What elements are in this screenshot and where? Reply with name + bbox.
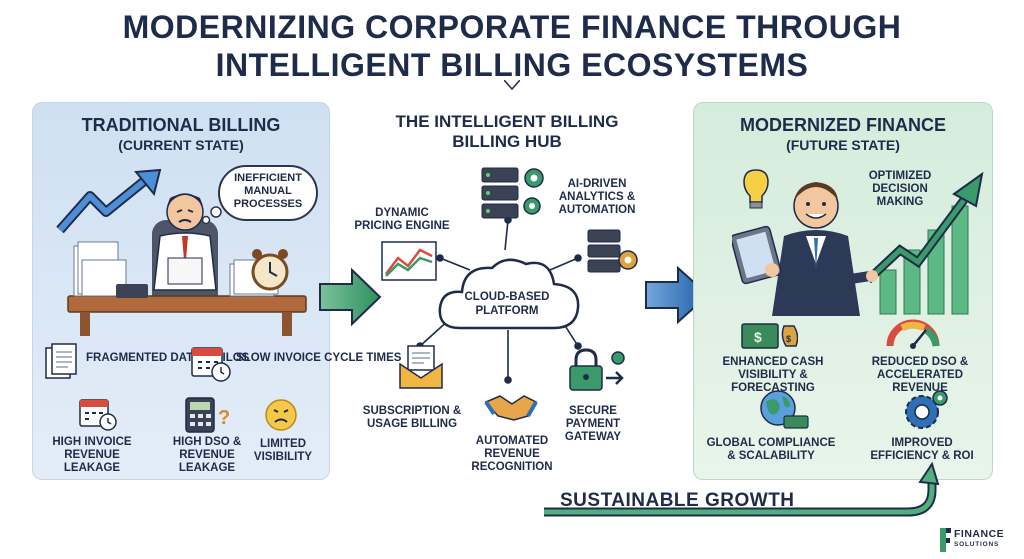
payment-gateway-label: SECURE PAYMENT GATEWAY <box>564 405 622 443</box>
calendar-clock-icon <box>191 347 231 382</box>
sustainable-growth-arrow-icon <box>544 462 940 517</box>
logo-subtext: SOLUTIONS <box>954 541 1000 548</box>
cash-icon: $ $ <box>741 323 798 349</box>
optimized-decision-label: OPTIMIZED DECISION MAKING <box>868 170 932 208</box>
gear-icon <box>905 390 948 429</box>
thought-bubble-tail <box>201 206 222 225</box>
high-invoice-label: HIGH INVOICE REVENUE LEAKAGE <box>52 436 132 474</box>
globe-icon <box>760 390 809 429</box>
dynamic-pricing-label: DYNAMIC PRICING ENGINE <box>354 207 450 232</box>
panel-subheading: (CURRENT STATE) <box>118 137 244 153</box>
rising-trend-arrow-icon <box>56 168 162 234</box>
thought-bubble <box>218 165 318 221</box>
hub-heading-line-2: BILLING HUB <box>452 132 562 151</box>
title-line-1: MODERNIZING CORPORATE FINANCE THROUGH <box>122 9 902 45</box>
lightbulb-icon <box>743 169 769 209</box>
svg-text:$: $ <box>786 334 791 344</box>
cash-visibility-label: ENHANCED CASH VISIBILITY & FORECASTING <box>722 356 824 394</box>
handshake-icon <box>484 395 538 421</box>
svg-text:?: ? <box>218 407 230 429</box>
stressed-worker-illustration <box>67 193 307 336</box>
improved-efficiency-label: IMPROVED EFFICIENCY & ROI <box>870 437 974 462</box>
cloud-platform-label: CLOUD-BASED PLATFORM <box>464 291 550 317</box>
worried-face-icon <box>265 399 297 431</box>
subscription-billing-label: SUBSCRIPTION & USAGE BILLING <box>362 405 462 430</box>
calendar-clock-icon <box>79 399 117 431</box>
svg-text:$: $ <box>754 329 762 345</box>
title-line-2: INTELLIGENT BILLING ECOSYSTEMS <box>215 47 809 83</box>
lock-icon <box>569 348 625 391</box>
server-gear-icon <box>587 229 638 273</box>
panel-heading: TRADITIONAL BILLING <box>81 115 281 135</box>
ai-analytics-label: AI-DRIVEN ANALYTICS & AUTOMATION <box>558 178 636 216</box>
sustainable-growth-label: SUSTAINABLE GROWTH <box>560 490 795 511</box>
limited-visibility-label: LIMITED VISIBILITY <box>253 438 313 463</box>
page-title: MODERNIZING CORPORATE FINANCE THROUGH IN… <box>0 8 1024 84</box>
businessman-illustration <box>732 182 878 316</box>
growth-chart-icon <box>864 171 984 315</box>
thought-bubble-text: INEFFICIENT MANUAL PROCESSES <box>233 172 303 210</box>
chart-icon <box>381 241 437 281</box>
title-notch-icon <box>504 80 520 90</box>
documents-icon <box>45 343 77 379</box>
finance-logo-icon <box>940 528 951 552</box>
logo-text: FINANCE <box>954 528 1005 540</box>
calculator-icon: ? <box>185 397 230 433</box>
cloud-platform-icon <box>438 258 580 330</box>
revenue-recognition-label: AUTOMATED REVENUE RECOGNITION <box>471 435 553 473</box>
panel-heading: MODERNIZED FINANCE <box>740 115 946 135</box>
flow-arrow-right-green <box>319 267 382 327</box>
panel-subheading: (FUTURE STATE) <box>786 137 900 153</box>
gauge-icon <box>886 319 940 349</box>
global-compliance-label: GLOBAL COMPLIANCE & SCALABILITY <box>706 437 836 462</box>
server-gear-icon <box>481 167 544 219</box>
reduced-dso-label: REDUCED DSO & ACCELERATED REVENUE <box>871 356 969 394</box>
envelope-icon <box>399 345 443 389</box>
hub-heading-line-1: THE INTELLIGENT BILLING <box>395 112 619 131</box>
slow-invoice-label: SLOW INVOICE CYCLE TIMES <box>236 352 402 364</box>
high-dso-label: HIGH DSO & REVENUE LEAKAGE <box>172 436 242 474</box>
